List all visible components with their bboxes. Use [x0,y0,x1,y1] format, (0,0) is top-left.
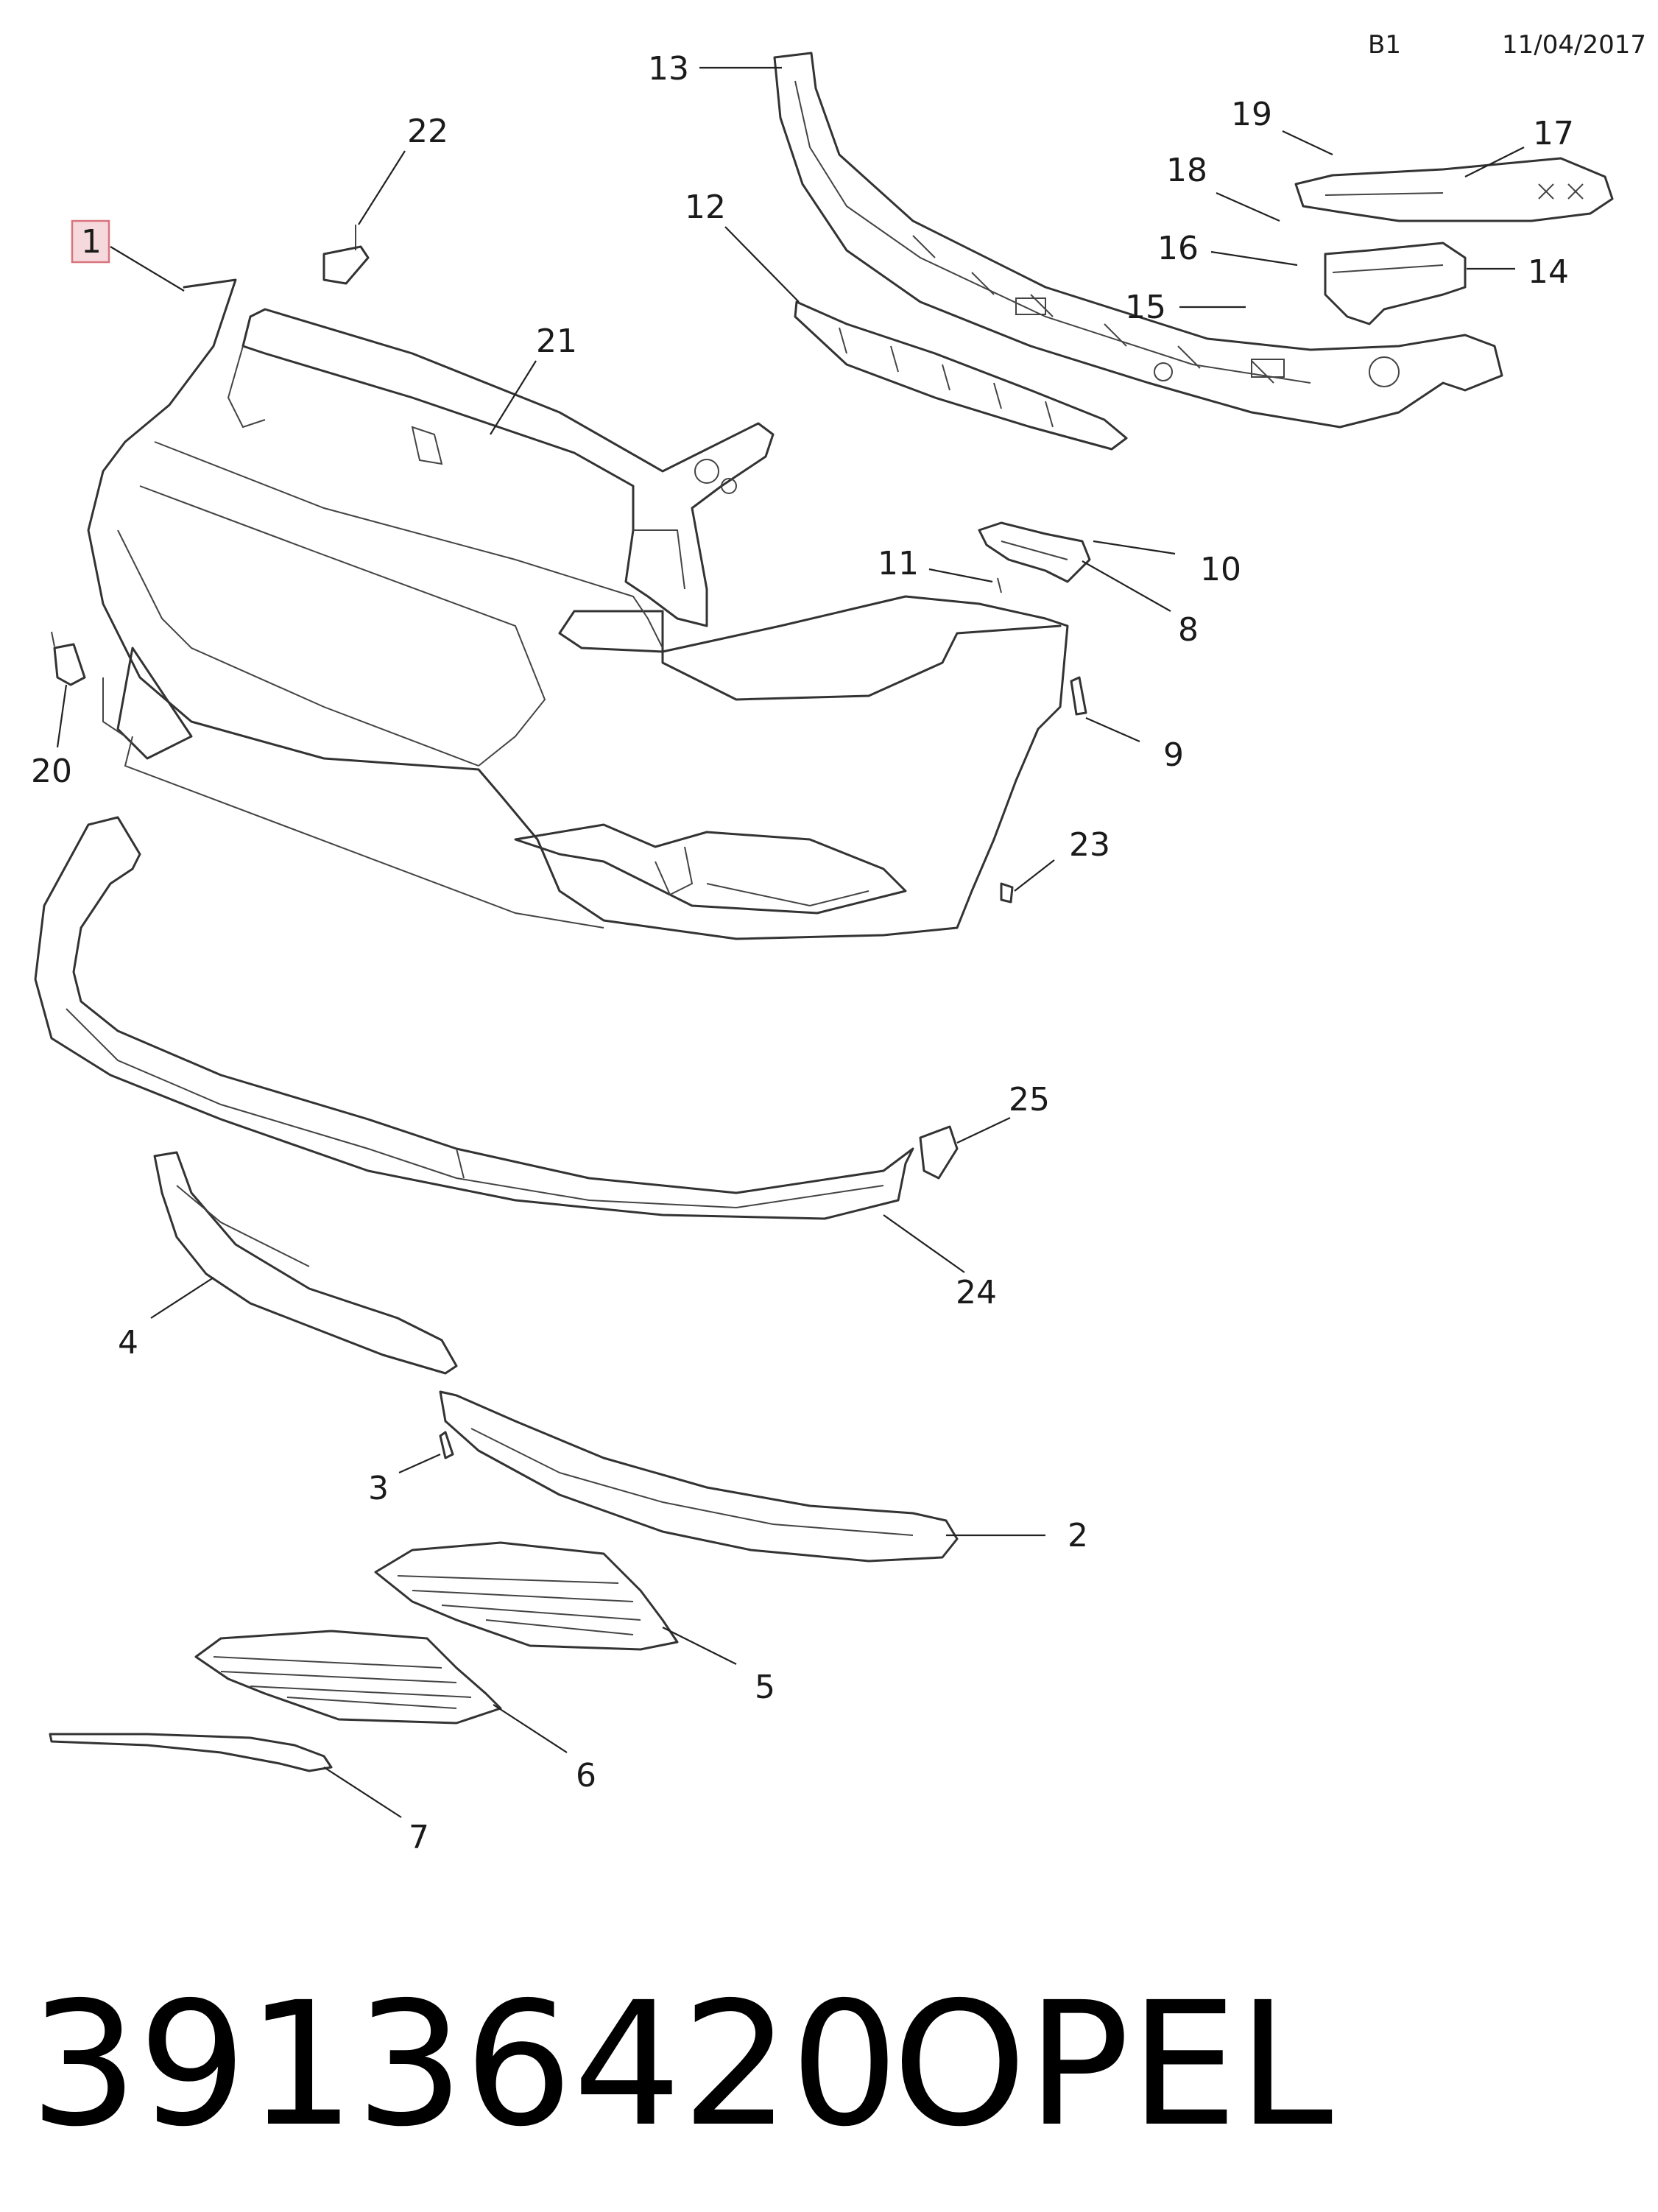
part-number: 39136420 [29,1965,899,2164]
diagram-date: 11/04/2017 [1502,30,1646,60]
leader-25 [956,1117,1011,1144]
leader-12 [724,226,800,303]
part-23-clip [1000,882,1014,904]
leader-9 [1085,716,1140,743]
leader-22 [358,150,406,225]
callout-6: 6 [576,1757,596,1794]
leader-17 [1464,147,1525,177]
leader-1 [110,246,185,292]
callout-11: 11 [878,545,919,582]
callout-5: 5 [755,1669,775,1706]
part-13-upper-beam [773,52,1503,429]
callout-labels: 1 22 21 13 12 19 17 18 16 14 15 11 10 8 … [31,50,1574,1856]
part-12-support-strip [794,300,1128,451]
callout-1-highlight-box [71,219,110,264]
part-8-side-bracket [978,521,1091,593]
part-17-bracket [1294,157,1614,222]
leader-8 [1082,560,1171,612]
callout-12: 12 [685,189,726,226]
part-21-upper-bracket [227,308,775,627]
part-24-lower-spoiler [34,816,914,1220]
callout-7: 7 [409,1819,429,1856]
part-22-screw [322,225,370,285]
part-25-clip [919,1125,959,1180]
callout-19: 19 [1231,96,1272,133]
callout-4: 4 [118,1324,138,1362]
callout-20: 20 [31,753,72,790]
part-5-grille-right [374,1541,679,1651]
part-7-trim-strip [49,1733,333,1772]
part-1-bumper-fascia [87,278,1069,940]
leader-11 [928,568,993,583]
callout-2: 2 [1068,1517,1088,1554]
part-4-lower-strip-left [153,1151,458,1375]
callout-25: 25 [1009,1081,1050,1119]
callout-15: 15 [1125,289,1166,326]
leader-6 [493,1704,568,1753]
callout-24: 24 [956,1274,997,1311]
callout-23: 23 [1069,826,1110,864]
sheet-code: B1 [1368,30,1401,60]
leader-19 [1282,130,1333,155]
part-2-lower-strip-right [439,1390,959,1563]
callout-10: 10 [1200,551,1241,588]
callout-8: 8 [1178,611,1199,649]
leader-lines [56,66,1525,1818]
leader-24 [883,1214,965,1273]
leader-3 [398,1453,441,1474]
leader-5 [662,1627,737,1665]
callout-17: 17 [1533,115,1574,152]
part-20-clip [51,631,86,686]
leader-10 [1093,540,1176,555]
callout-3: 3 [368,1470,389,1507]
brand-name: OPEL [892,1965,1333,2164]
callout-1: 1 [81,223,102,261]
callout-22: 22 [407,113,448,150]
part-9-screw [1070,676,1087,716]
leader-18 [1216,191,1280,222]
callout-9: 9 [1163,736,1184,774]
part-3-screw [439,1431,454,1459]
callout-21: 21 [536,323,577,360]
leader-16 [1210,250,1298,267]
callout-18: 18 [1166,152,1207,189]
leader-7 [323,1767,402,1818]
leader-4 [150,1277,214,1319]
callout-14: 14 [1528,253,1569,291]
leader-20 [56,684,68,748]
callout-16: 16 [1157,230,1199,267]
part-6-grille-left [194,1630,502,1725]
leader-23 [1014,859,1055,892]
leader-21 [490,360,537,435]
part-14-side-bracket [1324,242,1467,325]
callout-13: 13 [648,50,689,88]
